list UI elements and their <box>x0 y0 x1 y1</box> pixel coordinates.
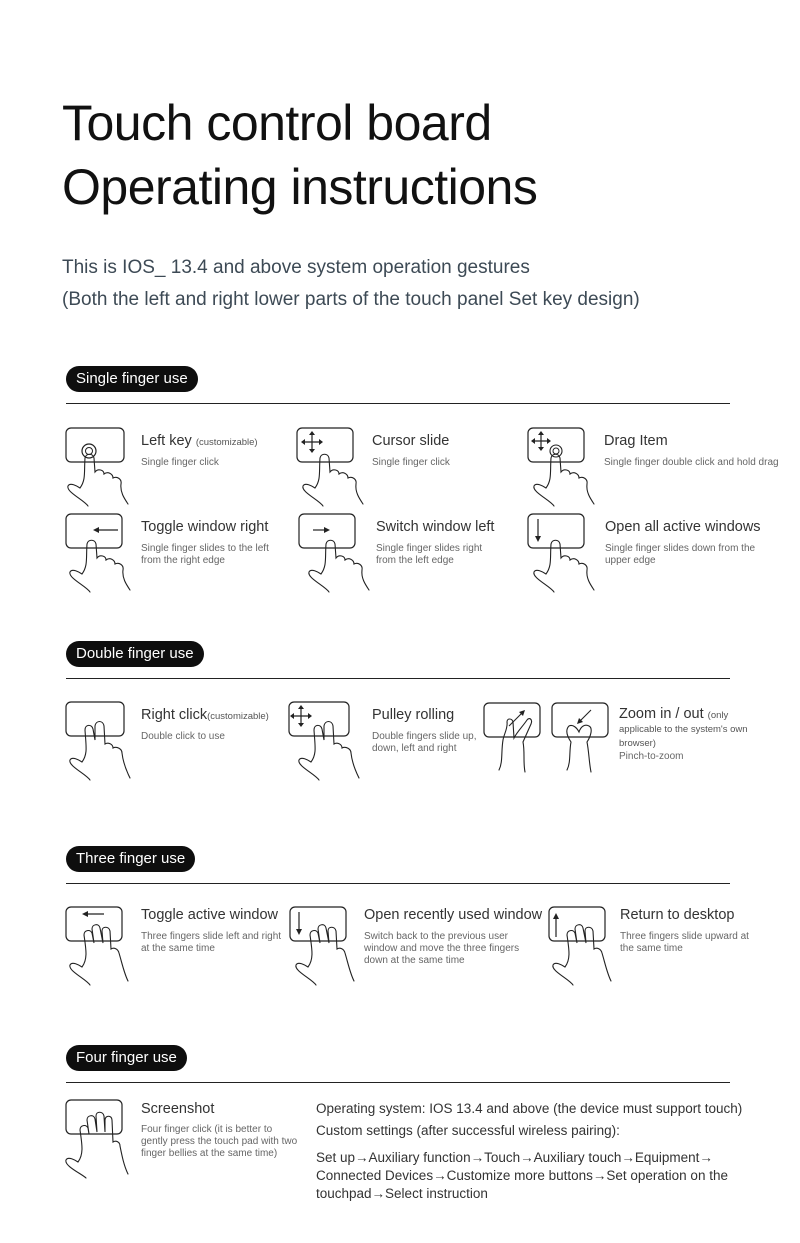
swipe-right-icon <box>298 513 370 593</box>
gesture-name: Right click <box>141 707 208 723</box>
gesture-description: Switch back to the previous user window … <box>364 931 520 966</box>
gesture-name: Zoom in / out <box>619 706 704 722</box>
swipe-left-icon <box>65 513 131 593</box>
section-label-single-finger: Single finger use <box>66 366 198 392</box>
gesture-description: Single finger click <box>372 457 450 468</box>
section-label-three-finger: Three finger use <box>66 846 196 872</box>
os-requirement: Operating system: IOS 13.4 and above (th… <box>316 1101 743 1116</box>
gesture-description: Single finger click <box>141 457 219 468</box>
gesture-name: Screenshot <box>141 1101 215 1117</box>
drag-item-icon <box>527 427 595 507</box>
gesture-note: (only applicable to the system's own bro… <box>619 710 748 749</box>
gesture-description: Three fingers slide left and right at th… <box>141 931 282 954</box>
section-divider <box>66 883 730 884</box>
subtitle-line-2: (Both the left and right lower parts of … <box>62 289 640 310</box>
gesture-name: Toggle active window <box>141 907 279 923</box>
cursor-move-icon <box>296 427 364 507</box>
pinch-zoom-out-icon <box>483 702 541 773</box>
gesture-name: Return to desktop <box>620 907 735 923</box>
three-finger-swipe-left-icon <box>65 906 129 986</box>
gesture-description: Single finger slides to the left from th… <box>141 543 269 566</box>
custom-settings-heading: Custom settings (after successful wirele… <box>316 1123 620 1138</box>
gesture-name: Toggle window right <box>141 519 269 535</box>
gesture-name: Open recently used window <box>364 907 543 923</box>
section-divider <box>66 1082 730 1083</box>
gesture-name: Cursor slide <box>372 433 450 449</box>
gesture-description: Single finger slides down from the upper… <box>605 543 756 566</box>
single-tap-icon <box>65 427 129 507</box>
gesture-description: Pinch-to-zoom <box>619 751 684 762</box>
section-divider <box>66 678 730 679</box>
gesture-name: Open all active windows <box>605 519 761 535</box>
section-divider <box>66 403 730 404</box>
gesture-description: Double fingers slide up, down, left and … <box>372 731 477 754</box>
three-finger-swipe-down-icon <box>289 906 355 986</box>
section-label-four-finger: Four finger use <box>66 1045 187 1071</box>
gesture-name: Left key <box>141 433 192 449</box>
gesture-name: Pulley rolling <box>372 707 455 723</box>
title-line-1: Touch control board <box>62 95 492 151</box>
gesture-description: Three fingers slide upward at the same t… <box>620 931 749 954</box>
title-line-2: Operating instructions <box>62 159 538 215</box>
gesture-note: (customizable) <box>207 711 269 722</box>
four-finger-tap-icon <box>65 1099 129 1179</box>
two-finger-scroll-icon <box>288 701 360 781</box>
gesture-description: Single finger double click and hold drag <box>604 457 779 468</box>
three-finger-swipe-up-icon <box>548 906 612 986</box>
gesture-name: Drag Item <box>604 433 668 449</box>
section-label-double-finger: Double finger use <box>66 641 204 667</box>
two-finger-tap-icon <box>65 701 131 781</box>
gesture-name: Switch window left <box>376 519 495 535</box>
gesture-description: Four finger click (it is better to gentl… <box>141 1124 298 1159</box>
swipe-down-icon <box>527 513 595 593</box>
subtitle-line-1: This is IOS_ 13.4 and above system opera… <box>62 257 530 278</box>
custom-settings-path: Set up→Auxiliary function→Touch→Auxiliar… <box>316 1150 728 1201</box>
gesture-description: Single finger slides right from the left… <box>376 543 483 566</box>
gesture-note: (customizable) <box>195 437 258 448</box>
pinch-zoom-in-icon <box>551 702 609 773</box>
gesture-description: Double click to use <box>141 731 225 742</box>
